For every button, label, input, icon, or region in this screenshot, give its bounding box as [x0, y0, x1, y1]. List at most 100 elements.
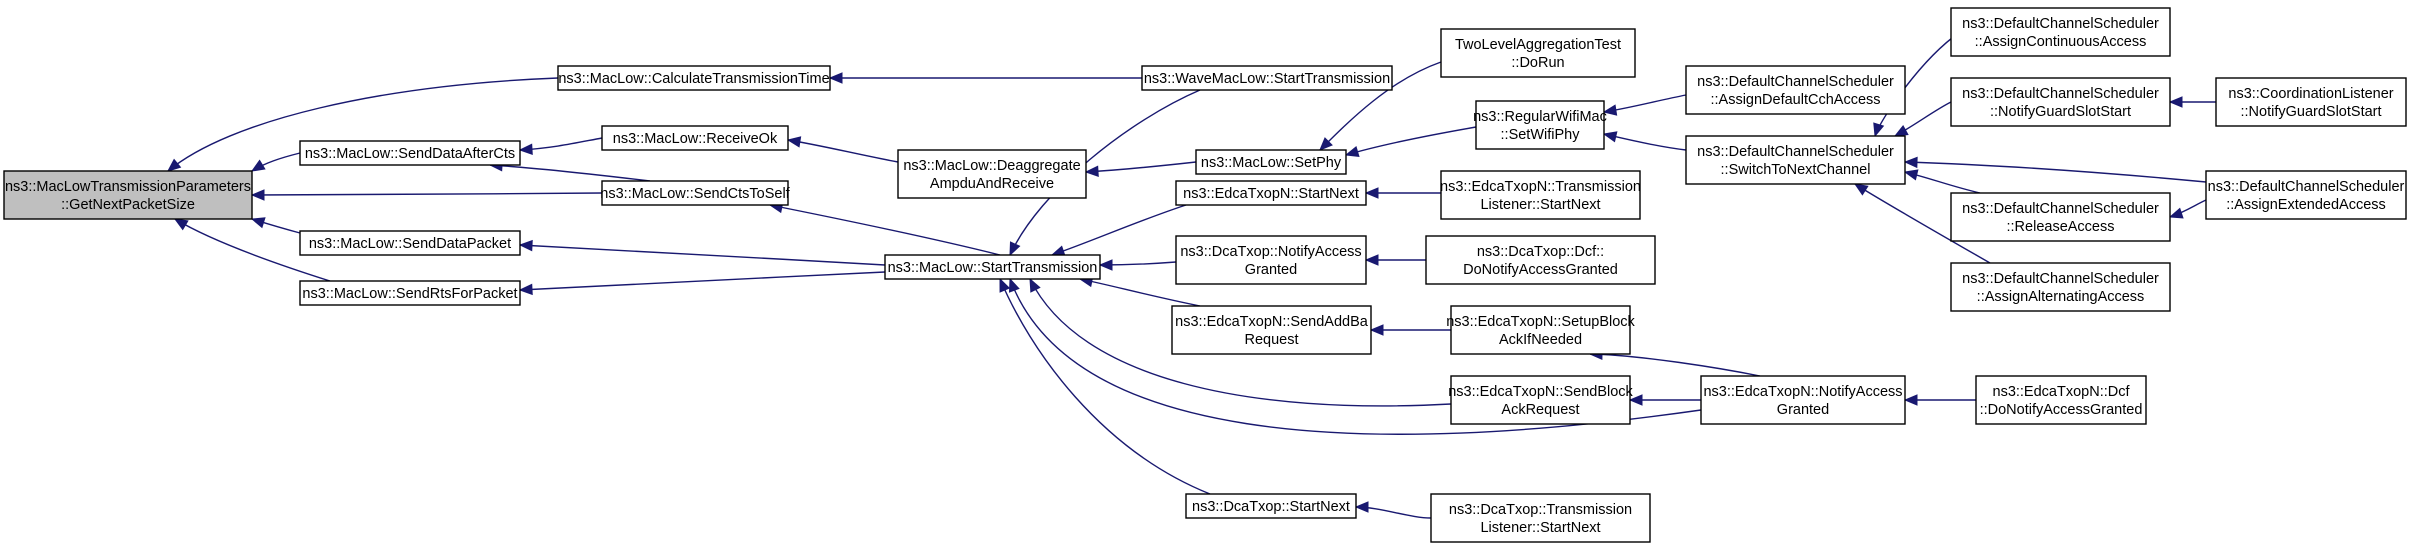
arrowhead-icon	[2168, 96, 2183, 108]
edge-line	[1319, 61, 1442, 151]
edge-line	[1085, 161, 1197, 173]
node-dca-dcf-notify[interactable]: ns3::DcaTxop::Dcf::DoNotifyAccessGranted	[1425, 235, 1656, 285]
edge-dca-start-next-to-start-transmission	[999, 277, 1211, 495]
edge-assign-extended-to-switch-to-next	[1903, 156, 2207, 183]
edge-line	[519, 271, 886, 291]
arrowhead-icon	[1084, 165, 1099, 178]
arrowhead-icon	[518, 143, 533, 156]
arrowhead-icon	[1364, 254, 1379, 266]
node-label: Granted	[1777, 402, 1829, 418]
edge-dca-dcf-notify-to-dca-notify-access	[1364, 254, 1426, 266]
node-assign-continuous[interactable]: ns3::DefaultChannelScheduler::AssignCont…	[1950, 7, 2171, 57]
node-send-rts-for-packet[interactable]: ns3::MacLow::SendRtsForPacket	[299, 280, 521, 306]
edge-line	[787, 139, 899, 163]
edge-edca-setup-block-to-edca-send-add-ba	[1369, 324, 1451, 336]
node-box	[1141, 65, 1393, 91]
node-set-phy[interactable]: ns3::MacLow::SetPhy	[1195, 149, 1347, 175]
node-label: ns3::MacLow::StartTransmission	[888, 260, 1098, 276]
node-box	[2205, 170, 2407, 220]
arrowhead-icon	[786, 136, 802, 148]
edge-line	[999, 278, 1211, 495]
node-dca-notify-access[interactable]: ns3::DcaTxop::NotifyAccessGranted	[1175, 235, 1367, 285]
node-dca-start-next[interactable]: ns3::DcaTxop::StartNext	[1185, 493, 1357, 519]
edge-line	[489, 164, 651, 182]
edge-send-rts-for-packet-to-root	[173, 218, 331, 282]
arrowhead-icon	[1369, 324, 1384, 336]
arrowhead-icon	[1903, 394, 1918, 406]
arrowhead-icon	[1319, 137, 1333, 151]
node-release-access[interactable]: ns3::DefaultChannelScheduler::ReleaseAcc…	[1950, 192, 2171, 242]
node-box	[299, 140, 521, 166]
node-box	[1700, 375, 1906, 425]
node-box	[1950, 262, 2171, 312]
node-label: ns3::MacLow::ReceiveOk	[613, 131, 778, 147]
node-box	[1430, 493, 1651, 543]
node-switch-to-next[interactable]: ns3::DefaultChannelScheduler::SwitchToNe…	[1685, 135, 1906, 185]
node-box	[1175, 235, 1367, 285]
nodes-layer: ns3::MacLowTransmissionParameters::GetNe…	[3, 7, 2407, 543]
node-wave-start-tx[interactable]: ns3::WaveMacLow::StartTransmission	[1141, 65, 1393, 91]
node-receive-ok[interactable]: ns3::MacLow::ReceiveOk	[601, 125, 789, 151]
node-label: ns3::MacLow::SendCtsToSelf	[600, 186, 790, 202]
node-assign-extended[interactable]: ns3::DefaultChannelScheduler::AssignExte…	[2205, 170, 2407, 220]
edge-release-access-to-switch-to-next	[1903, 169, 1981, 194]
arrowhead-icon	[1009, 241, 1021, 257]
node-label: ns3::DcaTxop::NotifyAccess	[1180, 244, 1361, 260]
node-coord-listener[interactable]: ns3::CoordinationListener::NotifyGuardSl…	[2215, 77, 2407, 127]
node-label: ::AssignDefaultCchAccess	[1710, 92, 1880, 108]
node-edca-dcf-notify[interactable]: ns3::EdcaTxopN::Dcf::DoNotifyAccessGrant…	[1975, 375, 2147, 425]
arrowhead-icon	[1098, 259, 1113, 271]
node-start-transmission[interactable]: ns3::MacLow::StartTransmission	[884, 254, 1101, 280]
edge-notify-guard-slot-to-switch-to-next	[1893, 101, 1952, 137]
node-box	[1171, 305, 1372, 355]
node-label: ns3::MacLow::SendRtsForPacket	[302, 286, 517, 302]
edge-line	[174, 218, 331, 282]
node-dca-tx-listener[interactable]: ns3::DcaTxop::TransmissionListener::Star…	[1430, 493, 1651, 543]
node-two-level[interactable]: TwoLevelAggregationTest::DoRun	[1440, 28, 1636, 78]
node-box	[1975, 375, 2147, 425]
node-label: ::ReleaseAccess	[2007, 219, 2115, 235]
edge-start-transmission-to-send-data-packet	[518, 239, 886, 266]
edge-edca-start-next-to-start-transmission	[1050, 204, 1187, 257]
node-calc-tx[interactable]: ns3::MacLow::CalculateTransmissionTime	[557, 65, 831, 91]
arrowhead-icon	[1893, 124, 1909, 137]
edge-switch-to-next-to-regular-wifi	[1602, 131, 1687, 151]
node-label: ns3::DefaultChannelScheduler	[1697, 144, 1894, 160]
node-label: ns3::MacLow::CalculateTransmissionTime	[558, 71, 829, 87]
node-root[interactable]: ns3::MacLowTransmissionParameters::GetNe…	[3, 170, 253, 220]
edge-edca-tx-listener-to-edca-start-next	[1364, 187, 1441, 199]
node-label: ns3::DefaultChannelScheduler	[2208, 179, 2405, 195]
node-label: ns3::MacLowTransmissionParameters	[5, 179, 251, 195]
node-edca-start-next[interactable]: ns3::EdcaTxopN::StartNext	[1175, 180, 1367, 206]
node-regular-wifi[interactable]: ns3::RegularWifiMac::SetWifiPhy	[1473, 100, 1607, 150]
node-label: ns3::EdcaTxopN::NotifyAccess	[1703, 384, 1902, 400]
node-edca-notify-access[interactable]: ns3::EdcaTxopN::NotifyAccessGranted	[1700, 375, 1906, 425]
node-box	[2215, 77, 2407, 127]
node-send-cts-to-self[interactable]: ns3::MacLow::SendCtsToSelf	[600, 180, 791, 206]
edge-dca-tx-listener-to-dca-start-next	[1354, 501, 1432, 519]
node-assign-default-cch[interactable]: ns3::DefaultChannelScheduler::AssignDefa…	[1685, 65, 1906, 115]
node-box	[1950, 192, 2171, 242]
edge-edca-send-block-to-start-transmission	[1029, 277, 1452, 407]
node-edca-tx-listener[interactable]: ns3::EdcaTxopN::TransmissionListener::St…	[1440, 170, 1641, 220]
edge-deaggregate-to-receive-ok	[786, 136, 899, 163]
edge-assign-extended-to-release-access	[2168, 199, 2207, 219]
node-send-data-after-cts[interactable]: ns3::MacLow::SendDataAfterCts	[299, 140, 521, 166]
node-assign-alternating[interactable]: ns3::DefaultChannelScheduler::AssignAlte…	[1950, 262, 2171, 312]
node-label: Listener::StartNext	[1480, 520, 1600, 536]
edge-two-level-to-set-phy	[1319, 61, 1442, 151]
arrowhead-icon	[518, 239, 533, 252]
arrowhead-icon	[1602, 131, 1618, 143]
node-box	[1440, 28, 1636, 78]
node-box	[1950, 77, 2171, 127]
node-label: ns3::EdcaTxopN::SetupBlock	[1446, 314, 1635, 330]
node-label: ns3::DefaultChannelScheduler	[1962, 201, 2159, 217]
edge-wave-start-tx-to-start-transmission	[1009, 89, 1201, 257]
edge-line	[167, 77, 559, 172]
node-send-data-packet[interactable]: ns3::MacLow::SendDataPacket	[299, 230, 521, 256]
node-notify-guard-slot[interactable]: ns3::DefaultChannelScheduler::NotifyGuar…	[1950, 77, 2171, 127]
